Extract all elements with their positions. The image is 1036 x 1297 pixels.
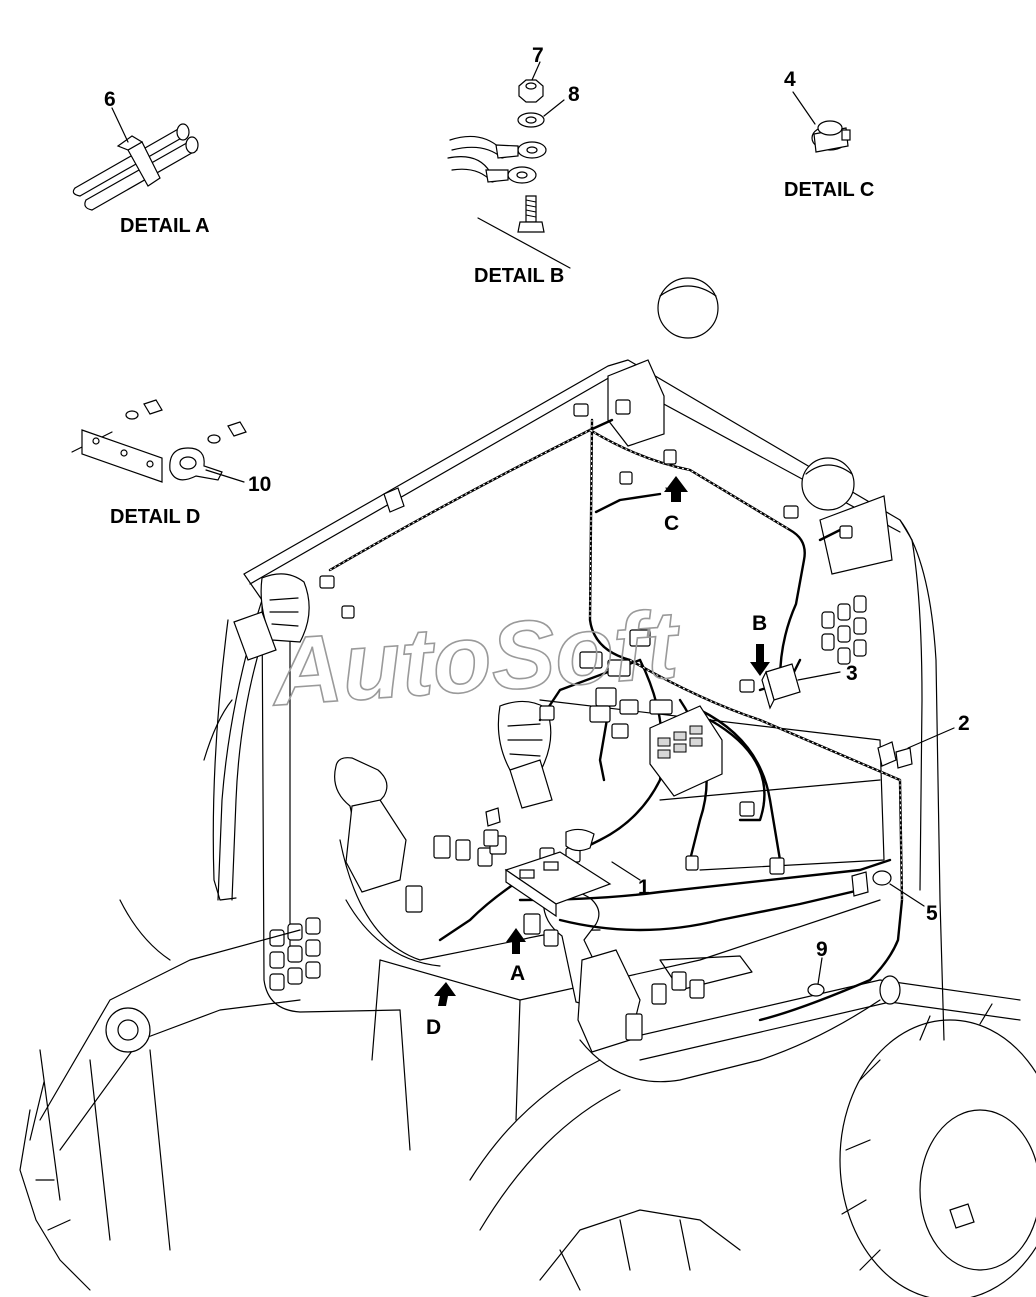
fuse-holder-part-2 [877,727,955,769]
front-left-tire [19,1081,91,1291]
callout-9: 9 [816,938,828,961]
arrow-c [664,476,688,502]
instrument-panel [649,705,723,797]
right-joystick-console [542,883,881,1083]
wiring-harness [328,418,904,1022]
relay-part-3 [761,663,841,710]
callout-1: 1 [638,876,650,899]
detail-b-illustration [447,61,571,269]
left-joystick-console [334,757,601,967]
rear-tire [539,1209,741,1291]
harness-connectors [319,399,853,1041]
callout-6: 6 [104,88,116,111]
callout-2: 2 [958,712,970,735]
detail-d-illustration [71,399,247,483]
clip-part-9 [807,957,825,997]
left-grille [269,917,321,991]
arrow-a [506,928,526,954]
callout-3: 3 [846,662,858,685]
front-work-lamps [233,573,553,809]
arrow-d [434,982,456,1006]
right-grille [821,595,867,665]
detail-c-illustration [792,91,851,153]
arrow-label-d: D [426,1016,441,1039]
arrow-b [750,644,770,676]
right-tire [839,1003,1036,1297]
arrow-label-b: B [752,612,767,635]
leader-part-1 [611,861,641,881]
callout-10: 10 [248,473,271,496]
detail-d-label: DETAIL D [110,506,200,528]
callout-7: 7 [532,44,544,67]
detail-a-label: DETAIL A [120,215,210,237]
detail-a-illustration [72,107,199,211]
switch-panel [485,807,612,918]
callout-4: 4 [784,68,796,91]
callout-5: 5 [926,902,938,925]
switch-part-5 [851,870,925,907]
callout-8: 8 [568,83,580,106]
arrow-label-c: C [664,512,679,535]
detail-c-label: DETAIL C [784,179,874,201]
detail-b-label: DETAIL B [474,265,564,287]
arrow-label-a: A [510,962,525,985]
cab-frame [19,277,1036,1297]
